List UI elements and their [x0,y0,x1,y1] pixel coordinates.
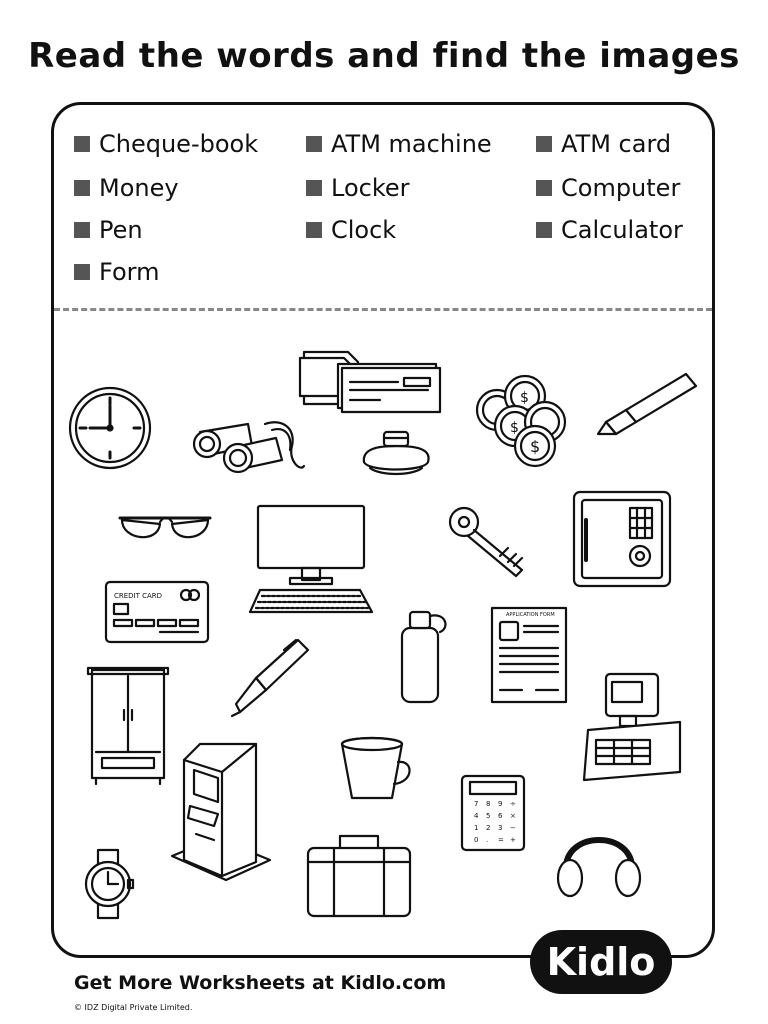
bullet-square [74,136,90,152]
calculator-keypad: 7 8 9 ÷ 4 5 6 × 1 2 3 − 0 . = + [474,800,516,844]
earmuffs-icon [556,837,642,898]
cheque-book-icon [298,350,442,414]
wristwatch-icon [84,848,135,920]
bullet-square [536,136,552,152]
svg-text:$: $ [520,390,529,406]
word-label: Pen [99,216,143,244]
word-label: Computer [561,174,681,202]
clock-icon [68,386,152,470]
binoculars-icon [192,421,306,474]
word-label: ATM card [561,130,672,158]
worksheet-frame: Cheque-book ATM machine ATM card Money L… [51,102,715,958]
pen-icon [230,638,310,718]
dashed-divider [54,308,712,311]
cash-register-icon [582,672,682,782]
bullet-square [306,222,322,238]
calc-key: + [510,836,516,844]
calculator-icon: 7 8 9 ÷ 4 5 6 × 1 2 3 − 0 . = + [460,774,526,852]
word-cheque-book: Cheque-book [74,130,258,158]
word-computer: Computer [536,174,680,202]
word-label: Locker [331,174,410,202]
word-label: Clock [331,216,397,244]
calc-key: 9 [498,800,502,808]
word-clock: Clock [306,216,396,244]
calc-key: 1 [474,824,478,832]
svg-text:$: $ [530,437,540,456]
calc-key: 2 [486,824,490,832]
calc-key: − [510,824,516,832]
bullet-square [536,222,552,238]
bullet-square [306,136,322,152]
calc-key: = [498,836,504,844]
word-label: Calculator [561,216,683,244]
bullet-square [536,180,552,196]
kidlo-logo: Kidlo [530,930,672,994]
calc-key: 0 [474,836,478,844]
briefcase-icon [306,834,412,918]
computer-icon [248,504,374,614]
word-money: Money [74,174,179,202]
word-calculator: Calculator [536,216,683,244]
copyright: © IDZ Digital Private Limited. [74,1003,193,1012]
bullet-square [306,180,322,196]
key-icon [448,506,524,578]
calc-key: . [486,836,488,844]
word-atm-card: ATM card [536,130,671,158]
glasses-icon [118,516,212,539]
calc-key: 3 [498,824,502,832]
card-label: CREDIT CARD [114,592,162,600]
word-form: Form [74,258,159,286]
footer-link[interactable]: Get More Worksheets at Kidlo.com [74,972,447,994]
word-label: Cheque-book [99,130,259,158]
bullet-square [74,180,90,196]
word-label: ATM machine [331,130,492,158]
word-pen: Pen [74,216,143,244]
wardrobe-icon [86,666,170,786]
atm-machine-icon [170,742,272,882]
bullet-square [74,264,90,280]
marker-icon [596,372,698,436]
word-locker: Locker [306,174,410,202]
calc-key: 4 [474,812,479,820]
svg-text:$: $ [510,420,519,436]
mug-icon [340,736,411,800]
form-icon: APPLICATION FORM [490,606,568,704]
calc-key: 6 [498,812,503,820]
calc-key: 8 [486,800,490,808]
calc-key: ÷ [510,800,516,808]
bullet-square [74,222,90,238]
atm-card-icon: CREDIT CARD [104,580,210,644]
word-label: Money [99,174,179,202]
page-title: Read the words and find the images [28,36,740,76]
water-bottle-icon [400,610,447,704]
word-atm-machine: ATM machine [306,130,492,158]
locker-safe-icon [572,490,672,588]
word-label: Form [99,258,160,286]
calc-key: 7 [474,800,478,808]
calc-key: 5 [486,812,490,820]
form-label: APPLICATION FORM [506,612,555,618]
money-coins-icon: $ $ $ [475,374,567,468]
calc-key: × [510,812,516,820]
inkpot-icon [362,430,430,476]
